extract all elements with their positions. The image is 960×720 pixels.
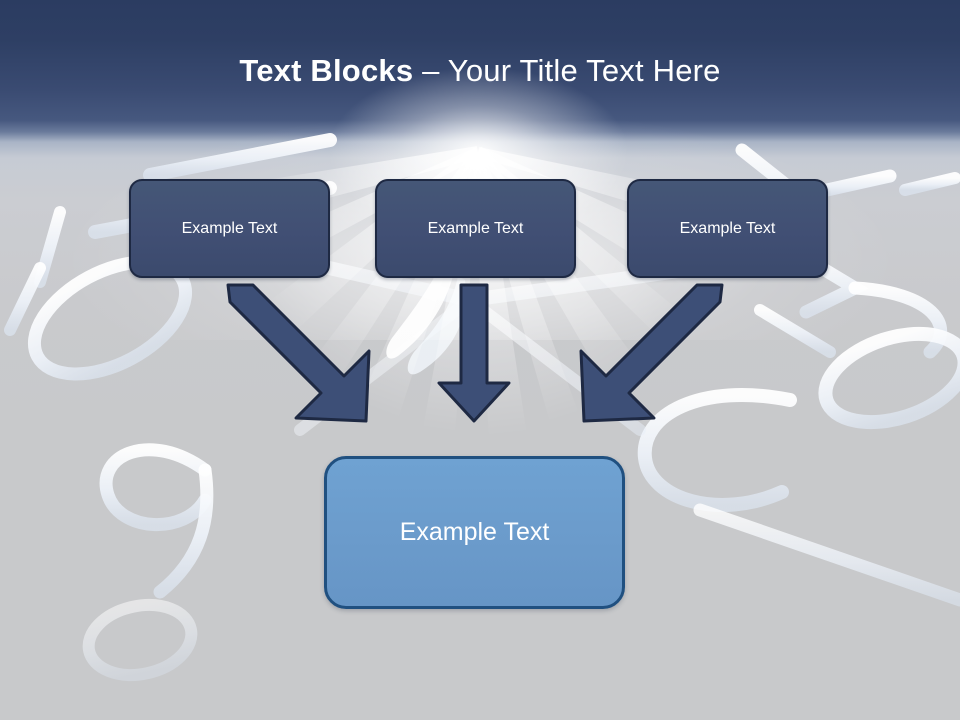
title-light-part: Your Title Text Here	[447, 53, 721, 88]
text-block-top-3-label: Example Text	[679, 219, 776, 237]
text-block-bottom-label: Example Text	[399, 518, 550, 546]
text-block-top-1-label: Example Text	[181, 219, 278, 237]
text-block-top-2[interactable]: Example Text	[375, 179, 576, 278]
title-bold-part: Text Blocks	[239, 53, 414, 88]
text-block-top-2-label: Example Text	[427, 219, 524, 237]
title-separator: –	[413, 53, 448, 88]
text-block-top-1[interactable]: Example Text	[129, 179, 330, 278]
text-block-top-3[interactable]: Example Text	[627, 179, 828, 278]
slide-title: Text Blocks – Your Title Text Here	[0, 52, 960, 90]
text-block-bottom[interactable]: Example Text	[324, 456, 625, 609]
